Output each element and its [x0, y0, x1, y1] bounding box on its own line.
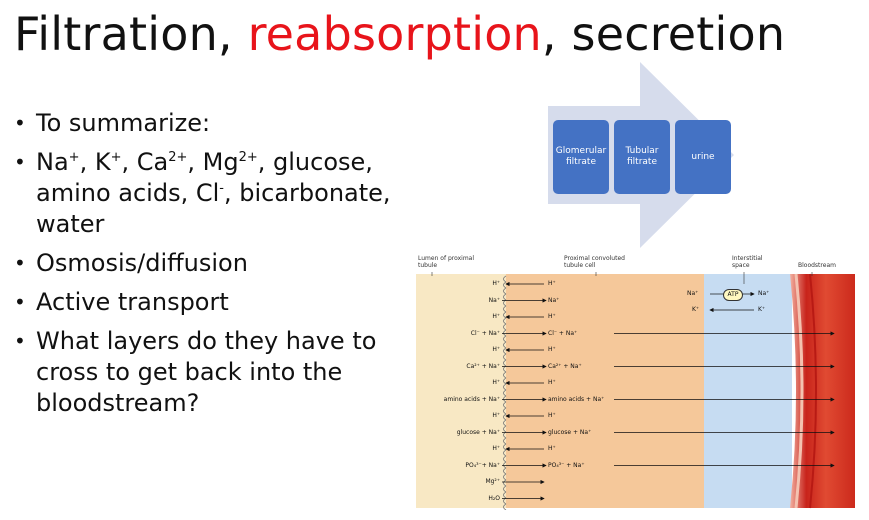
- ion-row-left-label: glucose + Na⁺: [456, 428, 500, 436]
- label-interstitial: Interstitial space: [732, 255, 763, 269]
- ion-na-charge: +: [68, 150, 80, 165]
- ion-row-left-label: Ca²⁺ + Na⁺: [466, 362, 500, 370]
- bullet-2: • Na+, K+, Ca2+, Mg2+, glucose, amino ac…: [14, 147, 404, 240]
- brush-border: [503, 275, 507, 510]
- ion-row-right-label: PO₄³⁻ + Na⁺: [548, 461, 585, 469]
- atp-pump-icon: ATP: [723, 289, 743, 301]
- solutes-text: , glucose, amino acids, Cl: [36, 148, 373, 207]
- bullet-5: • What layers do they have to cross to g…: [14, 326, 404, 419]
- ion-ca: , Ca: [121, 148, 169, 176]
- ion-row-right-label: H⁺: [548, 280, 556, 287]
- pump-na-left: Na⁺: [687, 290, 699, 297]
- bullet-dot: •: [14, 111, 26, 135]
- bullet-1-text: To summarize:: [36, 109, 211, 137]
- ion-row-left-label: H⁺: [492, 412, 500, 419]
- ion-row-left-label: Mg²⁺: [485, 478, 500, 485]
- ion-row-left-label: Na⁺: [488, 296, 500, 304]
- bullet-dot: •: [14, 290, 26, 314]
- flow-box-tubular: Tubular filtrate: [614, 120, 670, 194]
- ion-ca-charge: 2+: [168, 150, 188, 165]
- pump-k-left: K⁺: [692, 306, 700, 313]
- ion-row-right-label: H⁺: [548, 412, 556, 419]
- bullet-3: • Osmosis/diffusion: [14, 248, 404, 279]
- flow-box-glomerular: Glomerular filtrate: [553, 120, 609, 194]
- tubule-diagram: Lumen of proximal tubule Proximal convol…: [414, 252, 855, 510]
- solutes-end-text: , bicarbonate, water: [36, 179, 391, 238]
- ion-row-left-label: H⁺: [492, 280, 500, 287]
- ion-row-left-label: Cl⁻ + Na⁺: [470, 329, 500, 337]
- interstitial-region: [704, 274, 792, 508]
- bullet-dot: •: [14, 329, 26, 353]
- bullet-5-text: What layers do they have to cross to get…: [36, 327, 377, 417]
- ion-row-left-label: H⁺: [492, 346, 500, 353]
- ion-cl-charge: -: [219, 181, 224, 196]
- pump-na-right: Na⁺: [758, 290, 770, 297]
- bullet-2-text: Na+, K+, Ca2+, Mg2+, glucose, amino acid…: [36, 147, 404, 240]
- ion-row-right-label: H⁺: [548, 379, 556, 386]
- bloodstream-region: [790, 274, 855, 508]
- bullet-dot: •: [14, 150, 26, 174]
- ion-row-left-label: H₂O: [488, 494, 500, 502]
- ion-mg: , Mg: [187, 148, 239, 176]
- title-part-3: , secretion: [541, 7, 786, 61]
- ion-row-right-label: Ca²⁺ + Na⁺: [548, 362, 582, 370]
- ion-row-left-label: H⁺: [492, 313, 500, 320]
- bullet-4: • Active transport: [14, 287, 404, 318]
- ion-row-right-label: amino acids + Na⁺: [548, 395, 605, 403]
- ion-row-left-label: PO₄³⁻+ Na⁺: [465, 461, 500, 469]
- ion-row-right-label: Na⁺: [548, 296, 560, 304]
- ion-row-right-label: glucose + Na⁺: [548, 428, 592, 436]
- ion-row-left-label: H⁺: [492, 445, 500, 452]
- bullet-4-text: Active transport: [36, 288, 229, 316]
- title-part-1: Filtration,: [14, 7, 248, 61]
- ion-row-right-label: Cl⁻ + Na⁺: [548, 329, 578, 337]
- bullet-dot: •: [14, 251, 26, 275]
- slide-title: Filtration, reabsorption, secretion: [14, 8, 785, 60]
- ion-row-left-label: amino acids + Na⁺: [443, 395, 500, 403]
- ion-k-charge: +: [110, 150, 122, 165]
- label-lumen: Lumen of proximal tubule: [418, 255, 475, 269]
- lumen-region: [416, 274, 506, 508]
- ion-mg-charge: 2+: [238, 150, 258, 165]
- label-tubule-cell: Proximal convoluted tubule cell: [564, 255, 625, 269]
- process-flow: Glomerular filtrate Tubular filtrate uri…: [548, 62, 748, 248]
- flow-box-urine: urine: [675, 120, 731, 194]
- ion-row-right-label: H⁺: [548, 346, 556, 353]
- bullet-3-text: Osmosis/diffusion: [36, 249, 248, 277]
- ion-k: , K: [79, 148, 111, 176]
- ion-na: Na: [36, 148, 69, 176]
- title-part-red: reabsorption: [247, 7, 542, 61]
- ion-row-right-label: H⁺: [548, 313, 556, 320]
- pump-k-right: K⁺: [758, 306, 766, 313]
- tubule-diagram-drawing: [414, 272, 855, 510]
- bullet-1: • To summarize:: [14, 108, 404, 139]
- ion-row-left-label: H⁺: [492, 379, 500, 386]
- ion-row-right-label: H⁺: [548, 445, 556, 452]
- bullet-list: • To summarize: • Na+, K+, Ca2+, Mg2+, g…: [14, 108, 404, 427]
- label-bloodstream: Bloodstream: [798, 262, 836, 269]
- tubule-cell-region: [506, 274, 709, 508]
